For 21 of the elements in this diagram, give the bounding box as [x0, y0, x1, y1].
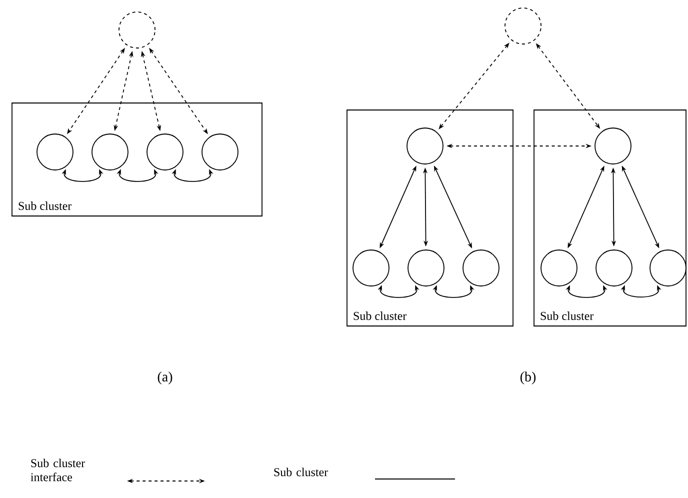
circle	[406, 128, 444, 164]
sub-cluster-box: Sub cluster	[346, 110, 514, 326]
circle	[92, 134, 128, 170]
circle	[540, 250, 578, 286]
panel-label: (b)	[520, 372, 536, 384]
circle	[594, 128, 632, 164]
circle	[202, 134, 238, 170]
dashed-circle	[504, 8, 542, 44]
legend-text: Sub cluster	[274, 468, 328, 476]
circle	[650, 250, 686, 286]
circle	[462, 250, 500, 286]
legend-text: Sub cluster interface	[30, 458, 85, 482]
circle	[146, 134, 184, 170]
circle	[36, 134, 74, 170]
sub-cluster-box: Sub cluster	[534, 110, 686, 326]
circle	[408, 250, 444, 286]
circle	[596, 250, 632, 286]
sub-cluster-box: Sub cluster	[12, 102, 262, 216]
dashed-circle	[118, 12, 156, 48]
panel-label: (a)	[158, 372, 172, 384]
circle	[352, 250, 390, 286]
